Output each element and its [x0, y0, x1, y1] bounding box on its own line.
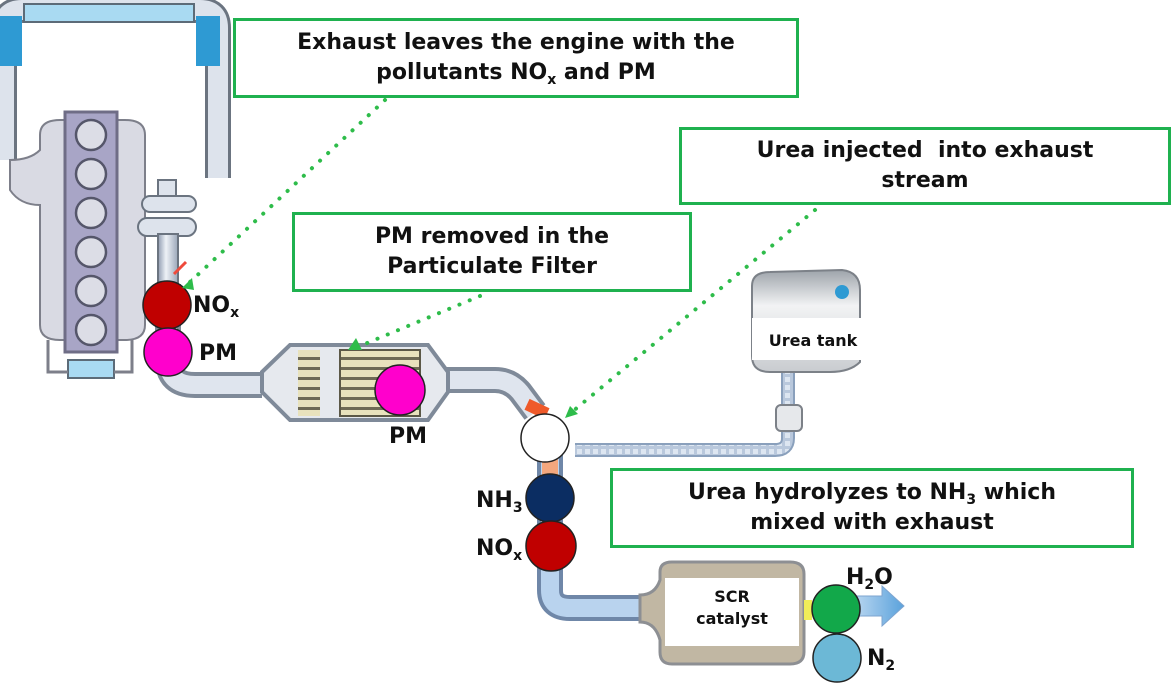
label-nox-scr: NOx [476, 536, 523, 564]
label-nh3: NH3 [476, 488, 523, 516]
pm-engine-molecule [143, 327, 193, 377]
label-scr-line2: catalyst [696, 609, 768, 628]
callout-pm-removed-line1: PM removed in the [374, 224, 610, 249]
arrowhead-exhaust [182, 278, 194, 290]
engine-cylinder [74, 235, 108, 269]
label-scr-line1: SCR [714, 587, 750, 606]
callout-pm-removed-line2: Particulate Filter [387, 254, 597, 279]
callout-exhaust-line1: Exhaust leaves the engine with the [297, 30, 735, 55]
pointer-pm-removed [358, 294, 482, 348]
cylinder-head [63, 110, 119, 354]
n2-molecule [812, 633, 862, 683]
callout-hydrolyzes-line1: Urea hydrolyzes to NH3 which [688, 480, 1056, 508]
h2o-molecule [811, 584, 861, 634]
engine-cylinder [74, 196, 108, 230]
label-nox-engine: NOx [193, 293, 240, 321]
label-n2: N2 [867, 646, 896, 674]
urea-tank [751, 268, 872, 432]
label-h2o: H2O [846, 565, 893, 593]
engine-cylinder [74, 313, 108, 347]
callout-urea-injected-line2: stream [881, 168, 969, 193]
engine-cylinder [74, 118, 108, 152]
nox-sensor [172, 260, 188, 276]
arrowhead-urea [565, 406, 578, 418]
label-urea-tank: Urea tank [768, 331, 858, 350]
engine-cylinder [74, 157, 108, 191]
nh3-molecule [525, 473, 575, 523]
callout-exhaust-line2: pollutants NOx and PM [376, 60, 656, 88]
label-pm-filter: PM [389, 424, 428, 449]
engine [0, 0, 231, 379]
callout-urea-injected-line1: Urea injected into exhaust [756, 138, 1094, 163]
callout-pm-removed: PM removed in the Particulate Filter [292, 212, 692, 292]
radiator-top [23, 3, 195, 23]
pointer-exhaust [188, 98, 387, 284]
nox-scr-molecule [525, 520, 577, 572]
pm-particle-filter [374, 364, 426, 416]
label-pm-engine: PM [199, 341, 238, 366]
callout-urea-injected: Urea injected into exhaust stream [679, 127, 1171, 205]
scr-catalyst [638, 560, 812, 666]
callout-hydrolyzes: Urea hydrolyzes to NH3 which mixed with … [610, 468, 1134, 548]
callout-hydrolyzes-line2: mixed with exhaust [750, 510, 994, 535]
arrowhead-pm [348, 338, 362, 350]
label-scr-catalyst: SCR catalyst [672, 586, 792, 630]
engine-cylinder [74, 274, 108, 308]
urea-droplet [520, 413, 570, 463]
callout-exhaust: Exhaust leaves the engine with the pollu… [233, 18, 799, 98]
particulate-filter [260, 343, 450, 422]
